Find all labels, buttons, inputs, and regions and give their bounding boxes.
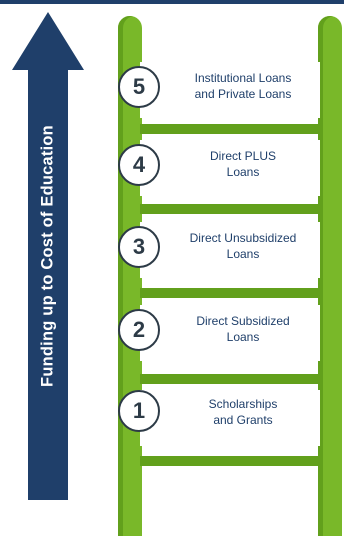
step-label-line: Loans: [226, 330, 260, 344]
ladder-rung: [140, 288, 320, 298]
up-arrow-icon: [12, 12, 84, 500]
step-label-3: Direct Unsubsidized Loans: [168, 230, 318, 262]
step-label-5: Institutional Loans and Private Loans: [168, 70, 318, 102]
step-label-line: and Grants: [213, 413, 273, 427]
step-panel-4: [140, 140, 320, 196]
top-bar: [0, 0, 344, 4]
step-label-line: Direct Subsidized: [196, 314, 290, 328]
step-label-line: Institutional Loans: [194, 71, 292, 85]
step-label-2: Direct Subsidized Loans: [168, 313, 318, 345]
ladder-rung: [140, 456, 320, 466]
step-label-line: and Private Loans: [194, 87, 292, 101]
step-number-1: 1: [118, 390, 160, 432]
step-panel-1: [140, 390, 320, 446]
step-number-4: 4: [118, 144, 160, 186]
step-label-1: Scholarships and Grants: [168, 396, 318, 428]
ladder-rung: [140, 124, 320, 134]
step-number-5: 5: [118, 66, 160, 108]
ladder-rail-right: [318, 16, 342, 536]
step-number-2: 2: [118, 309, 160, 351]
arrow-label: Funding up to Cost of Education: [38, 125, 57, 387]
ladder-rung: [140, 374, 320, 384]
ladder-rung: [140, 204, 320, 214]
step-number-3: 3: [118, 226, 160, 268]
step-label-line: Direct Unsubsidized: [189, 231, 297, 245]
step-label-line: Loans: [226, 247, 260, 261]
step-label-line: Loans: [226, 165, 260, 179]
step-label-line: Direct PLUS: [209, 149, 277, 163]
step-panel-5: [140, 62, 320, 118]
step-label-line: Scholarships: [208, 397, 278, 411]
step-panel-3: [140, 222, 320, 278]
step-label-4: Direct PLUS Loans: [168, 148, 318, 180]
funding-arrow: Funding up to Cost of Education: [12, 12, 84, 500]
step-panel-2: [140, 305, 320, 361]
